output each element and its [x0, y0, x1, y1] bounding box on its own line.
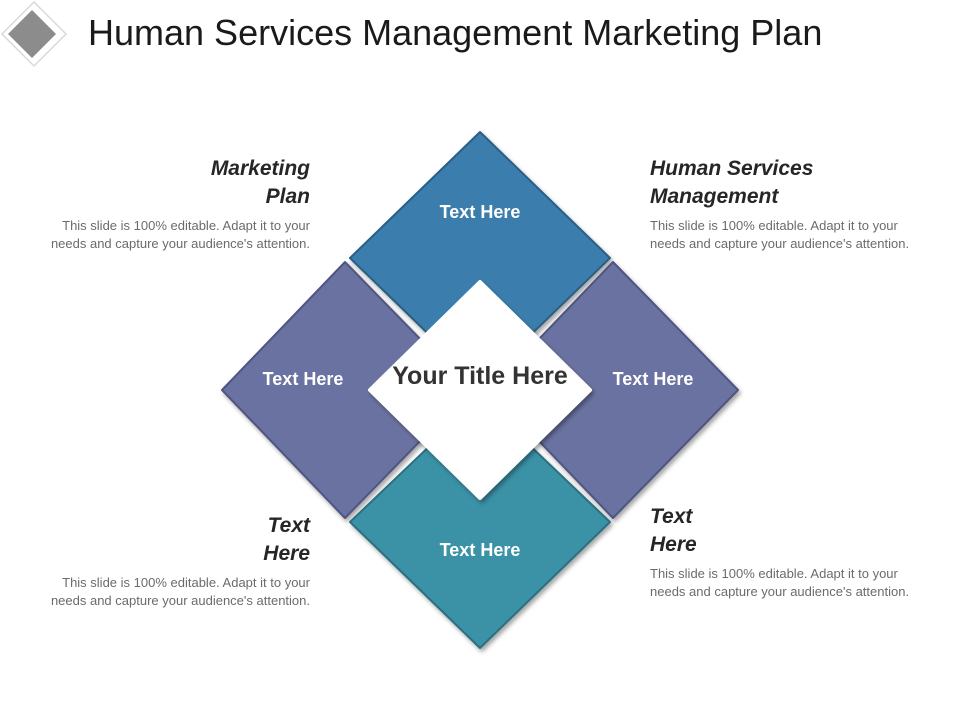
tile-bottom-shape [349, 397, 611, 649]
center-title: Your Title Here [392, 362, 568, 390]
block-body: This slide is 100% editable. Adapt it to… [650, 218, 910, 251]
tile-right-shape [489, 261, 739, 519]
block-heading: Marketing Plan [210, 157, 310, 208]
text-block-bottom-right: Text Here This slide is 100% editable. A… [650, 503, 920, 601]
tile-top-label: Text Here [439, 202, 521, 222]
slide-title: Human Services Management Marketing Plan [88, 12, 823, 53]
block-heading: Text Here [650, 505, 697, 556]
block-body: This slide is 100% editable. Adapt it to… [50, 575, 310, 608]
block-body: This slide is 100% editable. Adapt it to… [650, 566, 910, 599]
tile-bottom-label: Text Here [439, 540, 521, 560]
block-heading: Human Services Management [650, 157, 814, 208]
tile-left-label: Text Here [262, 369, 344, 389]
center-diamond-shape [368, 280, 592, 500]
text-block-top-right: Human Services Management This slide is … [650, 155, 920, 253]
corner-diamond-decoration [0, 0, 68, 68]
text-block-bottom-left: Text Here This slide is 100% editable. A… [40, 512, 310, 610]
text-block-top-left: Marketing Plan This slide is 100% editab… [40, 155, 310, 253]
tile-right-label: Text Here [612, 369, 694, 389]
block-body: This slide is 100% editable. Adapt it to… [50, 218, 310, 251]
block-heading: Text Here [263, 514, 310, 565]
